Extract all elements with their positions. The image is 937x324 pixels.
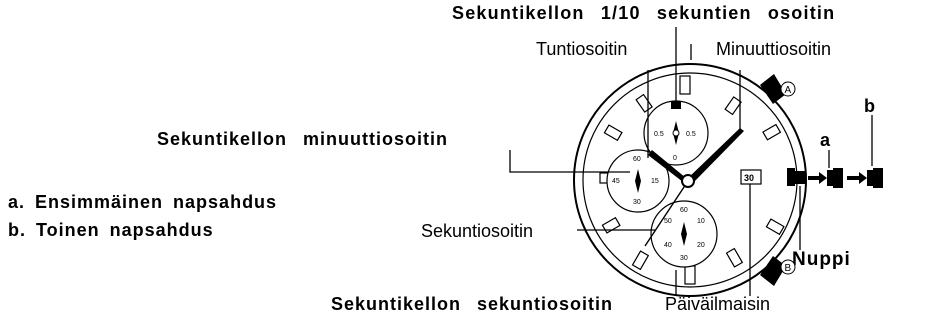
legend-first-click: a. Ensimmäinen napsahdus (8, 192, 278, 212)
top-subdial: 0.5 0.5 0 (643, 100, 709, 166)
bottom-subdial-tick-3: 10 (697, 218, 705, 225)
chrono-minute-hand-label: Sekuntikellon minuuttiosoitin (157, 129, 448, 149)
top-subdial-tick-1: 0.5 (654, 131, 664, 138)
left-subdial: 60 45 15 30 (606, 149, 670, 213)
chrono-second-hand-label: Sekuntikellon sekuntiosoitin (331, 294, 614, 314)
crown-label: Nuppi (792, 249, 851, 270)
legend-second-click: b. Toinen napsahdus (8, 220, 214, 240)
button-b-pusher: B (760, 256, 796, 286)
left-subdial-tick-2: 45 (612, 178, 620, 185)
crown-position-b-label: b (864, 96, 876, 116)
main-hands (644, 128, 744, 247)
button-b-letter: B (785, 263, 792, 274)
hour-hand-label: Tuntiosoitin (536, 39, 628, 59)
tenth-second-hand-label: Sekuntikellon 1/10 sekuntien osoitin (452, 3, 836, 23)
left-subdial-tick-1: 60 (633, 156, 641, 163)
date-label: Päiväilmaisin (665, 294, 771, 314)
bottom-subdial-tick-2: 50 (664, 218, 672, 225)
crown-position-a-label: a (820, 130, 832, 150)
minute-hand-label: Minuuttiosoitin (716, 39, 832, 59)
bottom-subdial-tick-5: 20 (697, 242, 705, 249)
top-subdial-tick-2: 0.5 (686, 131, 696, 138)
button-a-letter: A (785, 85, 792, 96)
crown-position-diagram (808, 168, 883, 188)
left-subdial-tick-3: 15 (651, 178, 659, 185)
button-a-pusher: A (760, 74, 796, 104)
leader-chrono-minute (509, 150, 630, 173)
crown (787, 168, 805, 186)
small-second-hand-label: Sekuntiosoitin (421, 221, 534, 241)
top-subdial-tick-3: 0 (673, 155, 677, 162)
bottom-subdial-tick-4: 40 (664, 242, 672, 249)
bottom-subdial: 60 50 10 40 20 30 (650, 200, 718, 268)
leader-lines (509, 27, 873, 296)
bottom-subdial-tick-1: 60 (680, 207, 688, 214)
date-window-value: 30 (744, 173, 754, 183)
bottom-subdial-tick-6: 30 (680, 255, 688, 262)
date-window: 30 (740, 169, 762, 185)
left-subdial-tick-4: 30 (633, 199, 641, 206)
